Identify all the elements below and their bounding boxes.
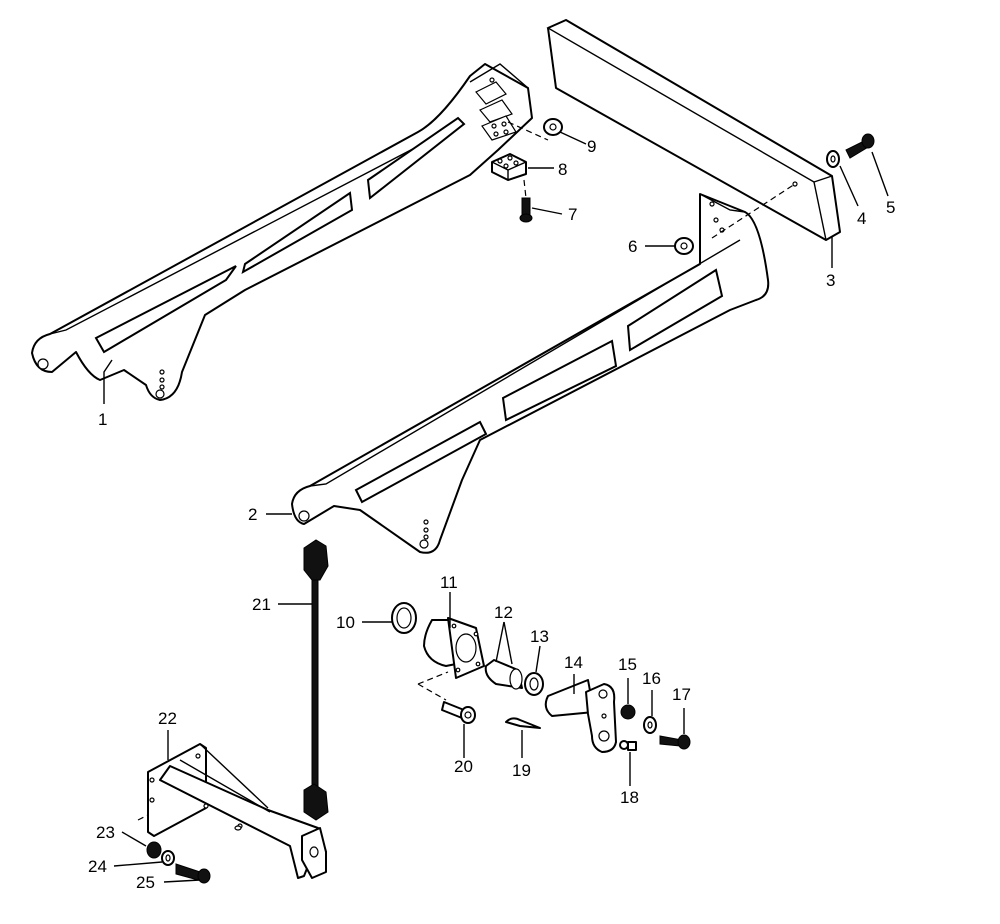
callout-13: 13	[530, 627, 549, 646]
callout-2: 2	[248, 505, 257, 524]
part-19-cotter-pin	[505, 717, 541, 729]
callout-21: 21	[252, 595, 271, 614]
part-25-bolt	[175, 863, 211, 884]
callout-25: 25	[136, 873, 155, 892]
callout-7: 7	[568, 205, 577, 224]
callout-14: 14	[564, 653, 583, 672]
part-21-rod	[303, 539, 329, 821]
part-12-bushing	[484, 659, 523, 690]
part-18-fitting	[619, 740, 637, 751]
part-20-screw	[441, 701, 476, 724]
callout-5: 5	[886, 198, 895, 217]
part-6-nut	[674, 237, 694, 255]
assembly-line-bolt-7	[523, 179, 527, 199]
callout-22: 22	[158, 709, 177, 728]
callout-8: 8	[558, 160, 567, 179]
callout-9: 9	[587, 137, 596, 156]
part-9-nut	[543, 118, 563, 136]
callout-24: 24	[88, 857, 107, 876]
callout-12: 12	[494, 603, 513, 622]
part-7-bolt	[519, 197, 533, 223]
callout-18: 18	[620, 788, 639, 807]
part-15-nut	[620, 704, 636, 720]
callout-10: 10	[336, 613, 355, 632]
callout-23: 23	[96, 823, 115, 842]
callout-19: 19	[512, 761, 531, 780]
part-10-ring	[391, 602, 417, 634]
part-2-lower-arm	[291, 193, 770, 554]
callout-3: 3	[826, 271, 835, 290]
callout-15: 15	[618, 655, 637, 674]
part-5-bolt	[845, 133, 875, 159]
callout-11: 11	[440, 573, 458, 592]
callout-17: 17	[672, 685, 691, 704]
callout-20: 20	[454, 757, 473, 776]
part-4-washer	[826, 150, 840, 168]
part-13-washer	[524, 672, 544, 696]
callout-4: 4	[857, 209, 866, 228]
assembly-line-nut-9	[507, 121, 549, 141]
assembly-line-bolt-20	[417, 671, 449, 685]
part-17-bolt	[659, 734, 691, 750]
part-23-nut	[146, 841, 162, 859]
callout-6: 6	[628, 237, 637, 256]
part-16-washer	[643, 716, 657, 734]
part-14-pin-plate	[544, 679, 617, 753]
assembly-line-bolt-20b	[417, 683, 447, 701]
part-3-cross-bar	[546, 19, 841, 241]
leader-lines	[103, 131, 889, 883]
part-1-upper-arm	[31, 63, 533, 401]
callout-1: 1	[98, 410, 107, 429]
part-11-flange-housing	[423, 617, 485, 679]
assembly-line-bar	[711, 183, 796, 239]
callout-16: 16	[642, 669, 661, 688]
part-22-bracket	[147, 743, 327, 879]
part-8-block	[491, 153, 527, 181]
part-24-washer	[161, 850, 175, 866]
